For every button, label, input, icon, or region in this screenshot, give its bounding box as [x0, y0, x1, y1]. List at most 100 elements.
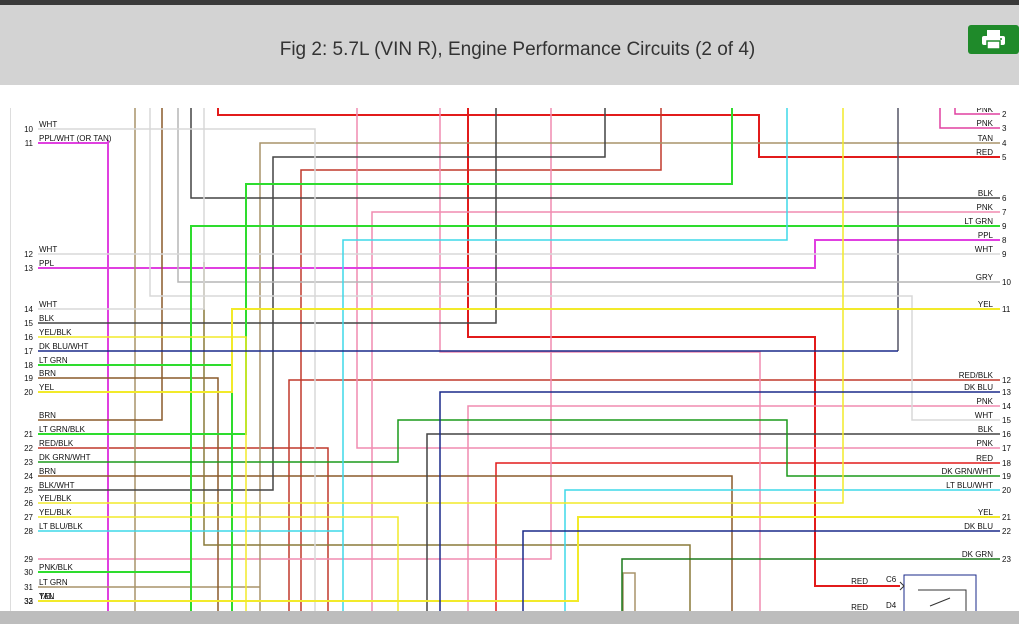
left-pin-number: 21 — [24, 430, 33, 439]
right-pin-label: YEL — [978, 300, 994, 309]
wire-yelblk-26 — [38, 108, 844, 504]
left-pin-number: 16 — [24, 333, 33, 342]
left-pin-label: RED/BLK — [39, 439, 74, 448]
right-pin-label: PNK — [977, 397, 994, 406]
left-pin-number: 29 — [24, 555, 33, 564]
wire-gry-10 — [177, 108, 1000, 283]
right-pin-number: 12 — [1002, 376, 1011, 385]
wire-yelblk-16 — [38, 336, 247, 611]
component-wire-label: RED — [851, 577, 868, 586]
printer-icon — [982, 30, 1005, 50]
wire-pnk-a — [439, 108, 761, 611]
wire-pnk-2 — [954, 108, 1000, 115]
left-pin-number: 32 — [24, 597, 33, 606]
right-pin-number: 8 — [1002, 236, 1007, 245]
wire-brn-a — [38, 108, 163, 421]
left-pin-number: 13 — [24, 264, 33, 273]
print-button[interactable] — [968, 25, 1019, 54]
wire-redblk-12 — [288, 379, 1000, 611]
right-pin-number: 14 — [1002, 402, 1011, 411]
left-pin-label: BLK/WHT — [39, 481, 75, 490]
scrollbar-thumb[interactable] — [0, 611, 1019, 624]
left-pin-number: 14 — [24, 305, 33, 314]
right-pin-label: PPL — [978, 231, 994, 240]
left-pin-number: 28 — [24, 527, 33, 536]
wire-yelblk-27 — [38, 516, 399, 611]
wire-ltbluwht-20 — [564, 489, 1000, 611]
left-pin-number: 20 — [24, 388, 33, 397]
wire-red-18 — [495, 462, 1000, 611]
right-pin-label: PNK — [977, 119, 994, 128]
left-pin-label: LT GRN — [39, 578, 68, 587]
right-pin-number: 20 — [1002, 486, 1011, 495]
left-pin-label: DK GRN/WHT — [39, 453, 91, 462]
right-pin-number: 13 — [1002, 388, 1011, 397]
wire-blk-16 — [426, 433, 1000, 611]
left-pin-label: BLK — [39, 314, 55, 323]
component-wire-label: RED — [851, 603, 868, 611]
wire-brn-b — [203, 262, 691, 611]
wire-tan-4 — [259, 142, 1000, 611]
right-pin-label: DK BLU — [964, 383, 993, 392]
left-margin — [0, 108, 10, 611]
wire-brn-19 — [38, 377, 219, 611]
component-inner — [918, 589, 967, 611]
left-pin-number: 22 — [24, 444, 33, 453]
right-pin-label: DK GRN — [962, 550, 993, 559]
component-arrow — [929, 597, 951, 607]
left-pin-number: 10 — [24, 125, 33, 134]
right-pin-label: RED/BLK — [959, 371, 994, 380]
left-pin-number: 27 — [24, 513, 33, 522]
left-pin-label: YEL/BLK — [39, 508, 72, 517]
left-pin-label: BRN — [39, 411, 56, 420]
right-pin-label: PNK — [977, 203, 994, 212]
left-pin-number: 30 — [24, 568, 33, 577]
right-pin-label: DK BLU — [964, 522, 993, 531]
right-pin-label: RED — [976, 148, 993, 157]
left-pin-label: WHT — [39, 245, 57, 254]
left-pin-number: 25 — [24, 486, 33, 495]
left-pin-label: BRN — [39, 369, 56, 378]
right-pin-label: YEL — [978, 508, 994, 517]
right-pin-number: 15 — [1002, 416, 1011, 425]
wire-dkblu-13 — [439, 391, 1000, 611]
left-pin-number: 33 — [24, 597, 33, 606]
right-pin-label: DK GRN/WHT — [941, 467, 993, 476]
component-box — [903, 574, 977, 611]
right-pin-number: 4 — [1002, 139, 1007, 148]
right-pin-label: GRY — [976, 273, 994, 282]
left-pin-label: PPL/WHT (OR TAN) — [39, 134, 112, 143]
left-pin-label: WHT — [39, 120, 57, 129]
wire-wht-10 — [38, 128, 316, 611]
left-pin-label: TAN — [39, 592, 55, 601]
right-pin-label: RED — [976, 454, 993, 463]
wire-dkgrnwht-23 — [38, 419, 1000, 477]
left-pin-number: 31 — [24, 583, 33, 592]
right-pin-number: 17 — [1002, 444, 1011, 453]
wire-dkblu-22 — [522, 530, 1000, 611]
left-pin-number: 17 — [24, 347, 33, 356]
right-pin-label: LT GRN — [964, 217, 993, 226]
wire-blk-6 — [190, 108, 1000, 199]
right-pin-label: TAN — [978, 134, 994, 143]
wire-pnkblk-30 — [38, 108, 552, 560]
wire-red-c6 — [467, 108, 900, 587]
right-pin-number: 16 — [1002, 430, 1011, 439]
right-pin-number: 21 — [1002, 513, 1011, 522]
component-pin-id: C6 — [886, 575, 897, 584]
right-pin-label: WHT — [975, 245, 993, 254]
right-pin-number: 11 — [1002, 305, 1011, 314]
right-pin-number: 19 — [1002, 472, 1011, 481]
left-pin-number: 12 — [24, 250, 33, 259]
right-pin-label: PNK — [977, 108, 994, 114]
wire-ltgrnblk-21 — [38, 108, 733, 435]
left-pin-label: YEL — [39, 383, 55, 392]
wire-red-5 — [217, 108, 1000, 158]
left-pin-label: LT GRN — [39, 356, 68, 365]
right-pin-label: WHT — [975, 411, 993, 420]
figure-title: Fig 2: 5.7L (VIN R), Engine Performance … — [279, 39, 756, 60]
